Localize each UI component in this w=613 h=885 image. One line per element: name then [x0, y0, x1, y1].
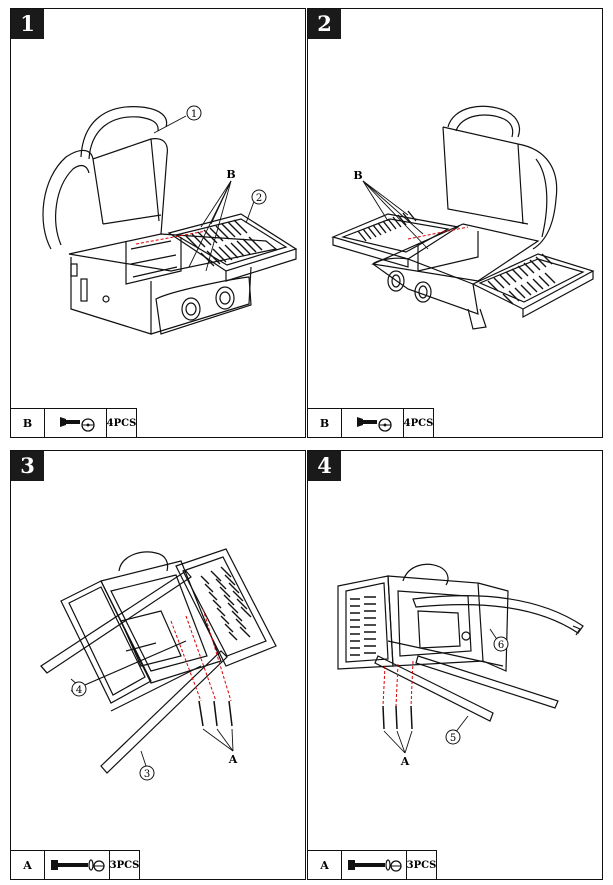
step-3-parts-row: A 3PCS [11, 850, 140, 879]
step-3-drawing: 4 3 A [40, 548, 277, 781]
step-3-number: 3 [11, 451, 44, 481]
step-1-parts-row: B 4PCS [11, 408, 137, 437]
step-3-panel: 3 [10, 450, 306, 880]
step-2-drawing: B [331, 105, 595, 330]
bolt-with-lock-washer-icon [342, 409, 404, 437]
step-4-callout-6: 6 [498, 640, 504, 651]
step-2-parts-row: B 4PCS [308, 408, 434, 437]
step-4-callout-5: 5 [450, 733, 456, 744]
step-1-number: 1 [11, 9, 44, 39]
step-4-panel: 4 [307, 450, 603, 880]
step-1-callout-2: 2 [256, 193, 262, 204]
bolt-with-lock-washer-icon [45, 409, 107, 437]
step-1-callout-b: B [226, 168, 235, 181]
step-3-part-letter: A [11, 851, 45, 879]
long-bolt-with-lock-washer-icon [45, 851, 110, 879]
long-bolt-with-lock-washer-icon [342, 851, 407, 879]
step-1-part-letter: B [11, 409, 45, 437]
step-3-part-qty: 3PCS [110, 851, 140, 879]
step-1-panel: 1 [10, 8, 306, 438]
step-2-part-qty: 4PCS [404, 409, 434, 437]
step-2-panel: 2 [307, 8, 603, 438]
step-3-callout-a: A [228, 753, 238, 766]
step-1-callout-1: 1 [191, 109, 197, 120]
step-4-number: 4 [308, 451, 341, 481]
step-4-part-qty: 3PCS [407, 851, 437, 879]
step-4-part-letter: A [308, 851, 342, 879]
step-4-drawing: 6 5 A [337, 563, 584, 768]
step-3-callout-4: 4 [76, 685, 82, 696]
step-1-part-qty: 4PCS [107, 409, 137, 437]
step-4-parts-row: A 3PCS [308, 850, 437, 879]
step-2-part-letter: B [308, 409, 342, 437]
step-3-callout-3: 3 [144, 769, 150, 780]
step-1-drawing: 1 B 2 [42, 105, 298, 335]
step-4-callout-a: A [400, 755, 410, 768]
step-2-number: 2 [308, 9, 341, 39]
step-2-callout-b: B [353, 169, 362, 182]
